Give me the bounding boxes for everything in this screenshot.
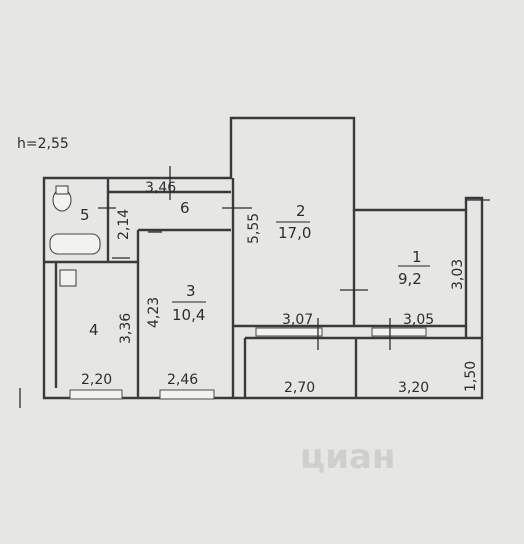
dim-kitchen-width: 2,20: [81, 372, 112, 388]
window-room2: [255, 327, 323, 337]
dim-kitchen-height: 3,36: [118, 313, 134, 344]
dim-room2-bottom: 3,07: [282, 312, 313, 328]
room-5-number: 5: [80, 206, 90, 224]
window-room1: [371, 327, 427, 337]
room-6-number: 6: [180, 199, 190, 217]
dim-balcony-right-width: 3,20: [398, 380, 429, 396]
dim-balcony-right-depth: 1,50: [463, 361, 479, 392]
window-kitchen: [69, 389, 123, 400]
room-1-number: 1: [412, 248, 422, 266]
dim-room3-width: 2,46: [167, 372, 198, 388]
bathtub: [49, 233, 101, 255]
window-room3: [159, 389, 215, 400]
room-4-number: 4: [89, 321, 99, 339]
room-3-area: 10,4: [172, 306, 205, 324]
dim-room1-bottom: 3,05: [403, 312, 434, 328]
room-2-number: 2: [296, 202, 306, 220]
dim-room1-height: 3,03: [450, 259, 466, 290]
kitchen-stove: [59, 269, 77, 287]
dim-room2-height: 5,55: [246, 213, 262, 244]
room-1-area: 9,2: [398, 270, 422, 288]
dim-balcony-left-width: 2,70: [284, 380, 315, 396]
dim-corridor-width: 3,46: [145, 180, 176, 196]
dim-room3-height: 4,23: [146, 297, 162, 328]
dim-bath-height: 2,14: [116, 209, 132, 240]
room-3-number: 3: [186, 282, 196, 300]
ceiling-height-label: h=2,55: [17, 136, 69, 152]
toilet-tank: [55, 185, 69, 195]
room-2-area: 17,0: [278, 224, 311, 242]
watermark: циан: [300, 437, 395, 477]
